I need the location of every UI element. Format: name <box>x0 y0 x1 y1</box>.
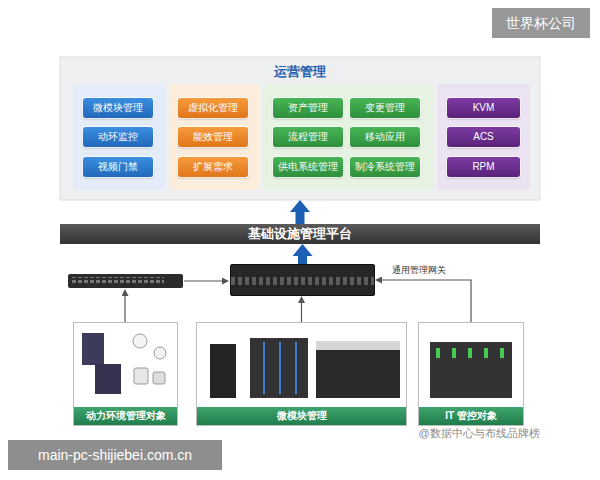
rack-light <box>279 342 281 394</box>
function-button: 移动应用 <box>350 127 420 147</box>
flow-arrow <box>296 212 305 224</box>
box-caption: 动力环境管理对象 <box>74 407 177 425</box>
group-background <box>73 84 165 190</box>
button-label: 流程管理 <box>273 127 343 147</box>
function-button: 能效管理 <box>178 127 248 147</box>
uplink-arrow <box>124 296 125 322</box>
sensor-icon <box>134 368 148 384</box>
button-label: 资产管理 <box>273 98 343 118</box>
rack-light <box>263 342 265 394</box>
function-button: RPM <box>447 157 520 177</box>
function-button: 供电系统管理 <box>273 157 343 177</box>
button-label: 虚拟化管理 <box>178 98 248 118</box>
button-label: RPM <box>447 157 520 177</box>
function-button: 流程管理 <box>273 127 343 147</box>
management-panel: 运营管理微模块管理动环监控视频门禁 虚拟化管理能效管理扩展需求 资产管理变更管理流程… <box>60 57 540 200</box>
watermark: 世界杯公司 <box>492 8 590 38</box>
camera-icon <box>133 334 147 348</box>
sensor-icon <box>154 347 166 359</box>
managed-object-box: 微模块管理 <box>196 322 407 426</box>
button-label: 扩展需求 <box>178 157 248 177</box>
button-label: 动环监控 <box>83 127 153 147</box>
flow-arrow <box>298 256 307 264</box>
flow-arrow <box>301 303 302 322</box>
uplink-arrow <box>184 280 222 281</box>
managed-object-box: 动力环境管理对象 <box>73 322 178 426</box>
rack-light <box>468 348 472 358</box>
group-background <box>170 84 259 190</box>
button-label: 供电系统管理 <box>273 157 343 177</box>
box-caption: 微模块管理 <box>197 407 406 425</box>
rack-row-icon <box>430 342 512 398</box>
cabinet-icon <box>95 364 121 394</box>
rack-light <box>436 348 440 358</box>
panel-background <box>60 57 540 200</box>
bar-label: 基础设施管理平台 <box>60 224 540 244</box>
box-caption: IT 管控对象 <box>419 407 523 425</box>
button-label: 视频门禁 <box>83 157 153 177</box>
rack-icon <box>316 350 400 398</box>
rack-light <box>500 348 504 358</box>
button-label: 变更管理 <box>350 98 420 118</box>
rack-icon <box>210 344 236 398</box>
rack-light <box>295 342 297 394</box>
rack-light <box>484 348 488 358</box>
sensor-icon <box>153 372 165 384</box>
button-label: KVM <box>447 98 520 118</box>
gateway-label: 通用管理网关 <box>392 264 446 277</box>
function-button: 虚拟化管理 <box>178 98 248 118</box>
function-button: 制冷系统管理 <box>350 157 420 177</box>
function-button: 动环监控 <box>83 127 153 147</box>
platform-bar: 基础设施管理平台 <box>60 224 540 244</box>
button-label: ACS <box>447 127 520 147</box>
gateway-switch: 通用管理网关 <box>230 264 375 296</box>
rack-icon <box>316 341 400 350</box>
function-button: 扩展需求 <box>178 157 248 177</box>
network-switch <box>68 274 183 288</box>
panel-title: 运营管理 <box>60 63 540 81</box>
function-button: 变更管理 <box>350 98 420 118</box>
button-label: 微模块管理 <box>83 98 153 118</box>
flow-arrow <box>382 280 471 322</box>
button-label: 能效管理 <box>178 127 248 147</box>
button-label: 制冷系统管理 <box>350 157 420 177</box>
button-label: 移动应用 <box>350 127 420 147</box>
cabinet-icon <box>82 333 104 365</box>
rack-light <box>452 348 456 358</box>
function-button: ACS <box>447 127 520 147</box>
watermark: @数据中心与布线品牌榜 <box>404 426 554 440</box>
rack-icon <box>250 338 308 398</box>
function-button: 视频门禁 <box>83 157 153 177</box>
group-background <box>263 84 433 190</box>
switch-ports <box>72 277 164 285</box>
watermark: main-pc-shijiebei.com.cn <box>8 440 222 470</box>
group-background <box>437 84 530 190</box>
function-button: 资产管理 <box>273 98 343 118</box>
function-button: 微模块管理 <box>83 98 153 118</box>
function-button: KVM <box>447 98 520 118</box>
managed-object-box: IT 管控对象 <box>418 322 524 426</box>
